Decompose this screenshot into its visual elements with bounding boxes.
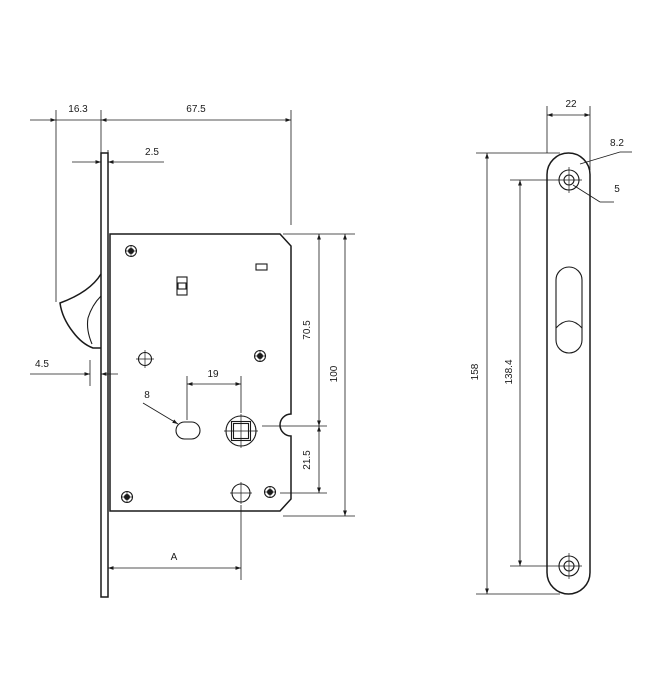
lock-body-outline — [109, 233, 292, 512]
front-dimensions — [30, 110, 355, 580]
side-latch-slot — [555, 266, 583, 354]
label-67-5: 67.5 — [186, 104, 206, 115]
side-latch-inner — [555, 320, 583, 329]
label-a: A — [171, 552, 178, 563]
label-8-2: 8.2 — [610, 138, 624, 149]
label-16-3: 16.3 — [68, 104, 88, 115]
latch-hook — [59, 273, 102, 349]
hole-bottom-center — [230, 482, 252, 504]
faceplate — [100, 152, 109, 598]
label-4-5: 4.5 — [35, 359, 49, 370]
oval-hole — [175, 421, 201, 440]
small-slot — [255, 263, 268, 271]
latch-slot — [176, 276, 188, 296]
square-follower — [224, 414, 258, 448]
label-2-5: 2.5 — [145, 147, 159, 158]
screw-hole-top-left — [124, 244, 138, 258]
screw-hole-bottom-left — [120, 490, 134, 504]
latch-hook-inner — [86, 295, 102, 345]
side-faceplate — [546, 152, 591, 595]
side-view: 22 8.2 5 158 138.4 — [470, 99, 632, 595]
label-21-5: 21.5 — [302, 450, 313, 470]
label-8: 8 — [144, 390, 150, 401]
label-70-5: 70.5 — [302, 320, 313, 340]
label-158: 158 — [470, 363, 481, 380]
label-138-4: 138.4 — [504, 359, 515, 384]
label-5: 5 — [614, 184, 620, 195]
hole-mid-left — [136, 350, 154, 368]
screw-hole-bottom-right — [263, 485, 277, 499]
side-screw-hole-bottom — [556, 553, 582, 579]
side-dimensions — [476, 106, 632, 595]
label-22: 22 — [565, 99, 577, 110]
side-screw-hole-top — [556, 167, 582, 193]
screw-hole-mid-right — [253, 349, 267, 363]
front-view: 16.3 67.5 2.5 4.5 19 8 70.5 100 21.5 A — [30, 104, 355, 598]
label-100: 100 — [329, 365, 340, 382]
label-19: 19 — [207, 369, 219, 380]
